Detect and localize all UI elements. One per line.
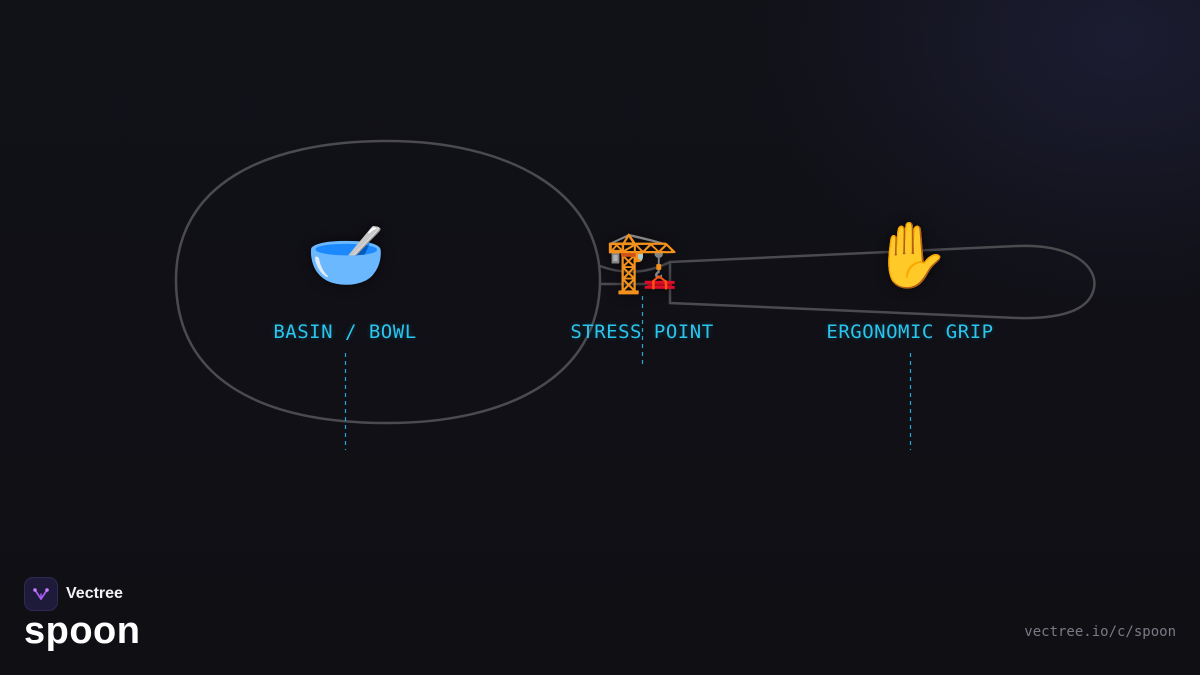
stress-point-label: STRESS POINT [570,321,714,343]
spoon-handle-outline [668,244,1096,320]
spoon-neck-outline [599,260,671,286]
bowl-with-spoon-icon: 🥣 [306,220,386,291]
brand-name: Vectree [66,585,123,602]
source-url: vectree.io/c/spoon [1024,624,1176,640]
brand: Vectree [24,577,123,611]
ergonomic-grip-label: ERGONOMIC GRIP [826,321,994,343]
basin-label: BASIN / BOWL [273,321,417,343]
raised-hand-icon: ✋ [871,220,951,291]
spoon-bowl-outline [174,139,602,425]
page-title: spoon [24,610,141,652]
vectree-logo-icon [24,577,58,611]
construction-crane-icon: 🏗️ [604,229,680,295]
